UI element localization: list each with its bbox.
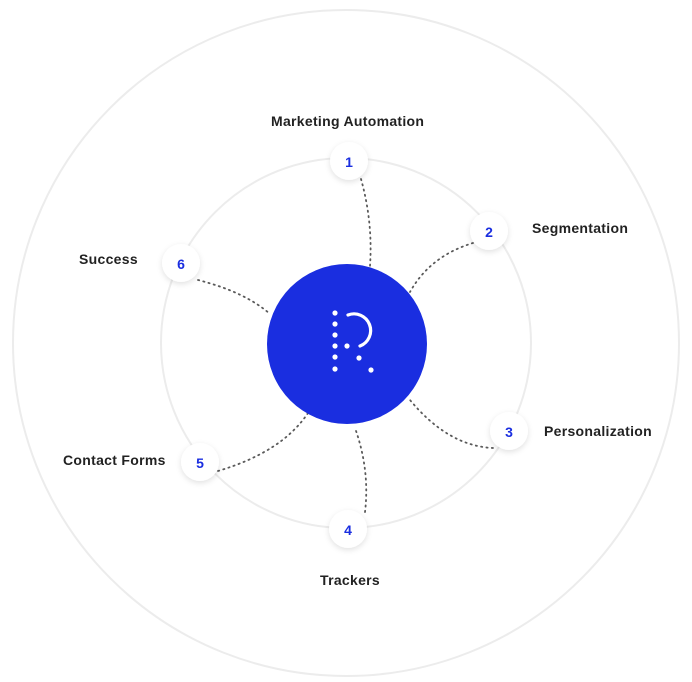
node-badges: 1 2 3 4 5 6: [162, 142, 528, 548]
node-number: 4: [344, 522, 352, 538]
connector-2: [409, 242, 474, 293]
node-number: 5: [196, 455, 204, 471]
node-number: 3: [505, 424, 513, 440]
node-label-segmentation: Segmentation: [532, 220, 629, 236]
node-label-trackers: Trackers: [320, 572, 381, 588]
connector-6: [197, 279, 271, 315]
connector-3: [409, 399, 494, 449]
connector-1: [360, 178, 372, 267]
connector-5: [217, 412, 309, 472]
node-circle: [330, 142, 368, 180]
node-label-marketing-automation: Marketing Automation: [271, 113, 425, 129]
outer-ring: [12, 9, 680, 677]
node-circle: [329, 510, 367, 548]
node-circle: [181, 443, 219, 481]
connector-lines: [197, 178, 494, 513]
node-badge-personalization: 3: [490, 412, 528, 450]
connector-4: [354, 427, 368, 513]
node-number: 2: [485, 224, 493, 240]
node-label-success: Success: [79, 251, 138, 267]
node-number: 1: [345, 154, 353, 170]
r-dotted-logo-icon: [332, 310, 374, 373]
node-badge-contact-forms: 5: [181, 443, 219, 481]
node-label-personalization: Personalization: [544, 423, 652, 439]
node-number: 6: [177, 256, 185, 272]
node-badge-marketing-automation: 1: [330, 142, 368, 180]
node-circle: [470, 212, 508, 250]
node-badge-trackers: 4: [329, 510, 367, 548]
node-circle: [162, 244, 200, 282]
node-badge-success: 6: [162, 244, 200, 282]
node-badge-segmentation: 2: [470, 212, 508, 250]
node-label-contact-forms: Contact Forms: [63, 452, 166, 468]
node-circle: [490, 412, 528, 450]
